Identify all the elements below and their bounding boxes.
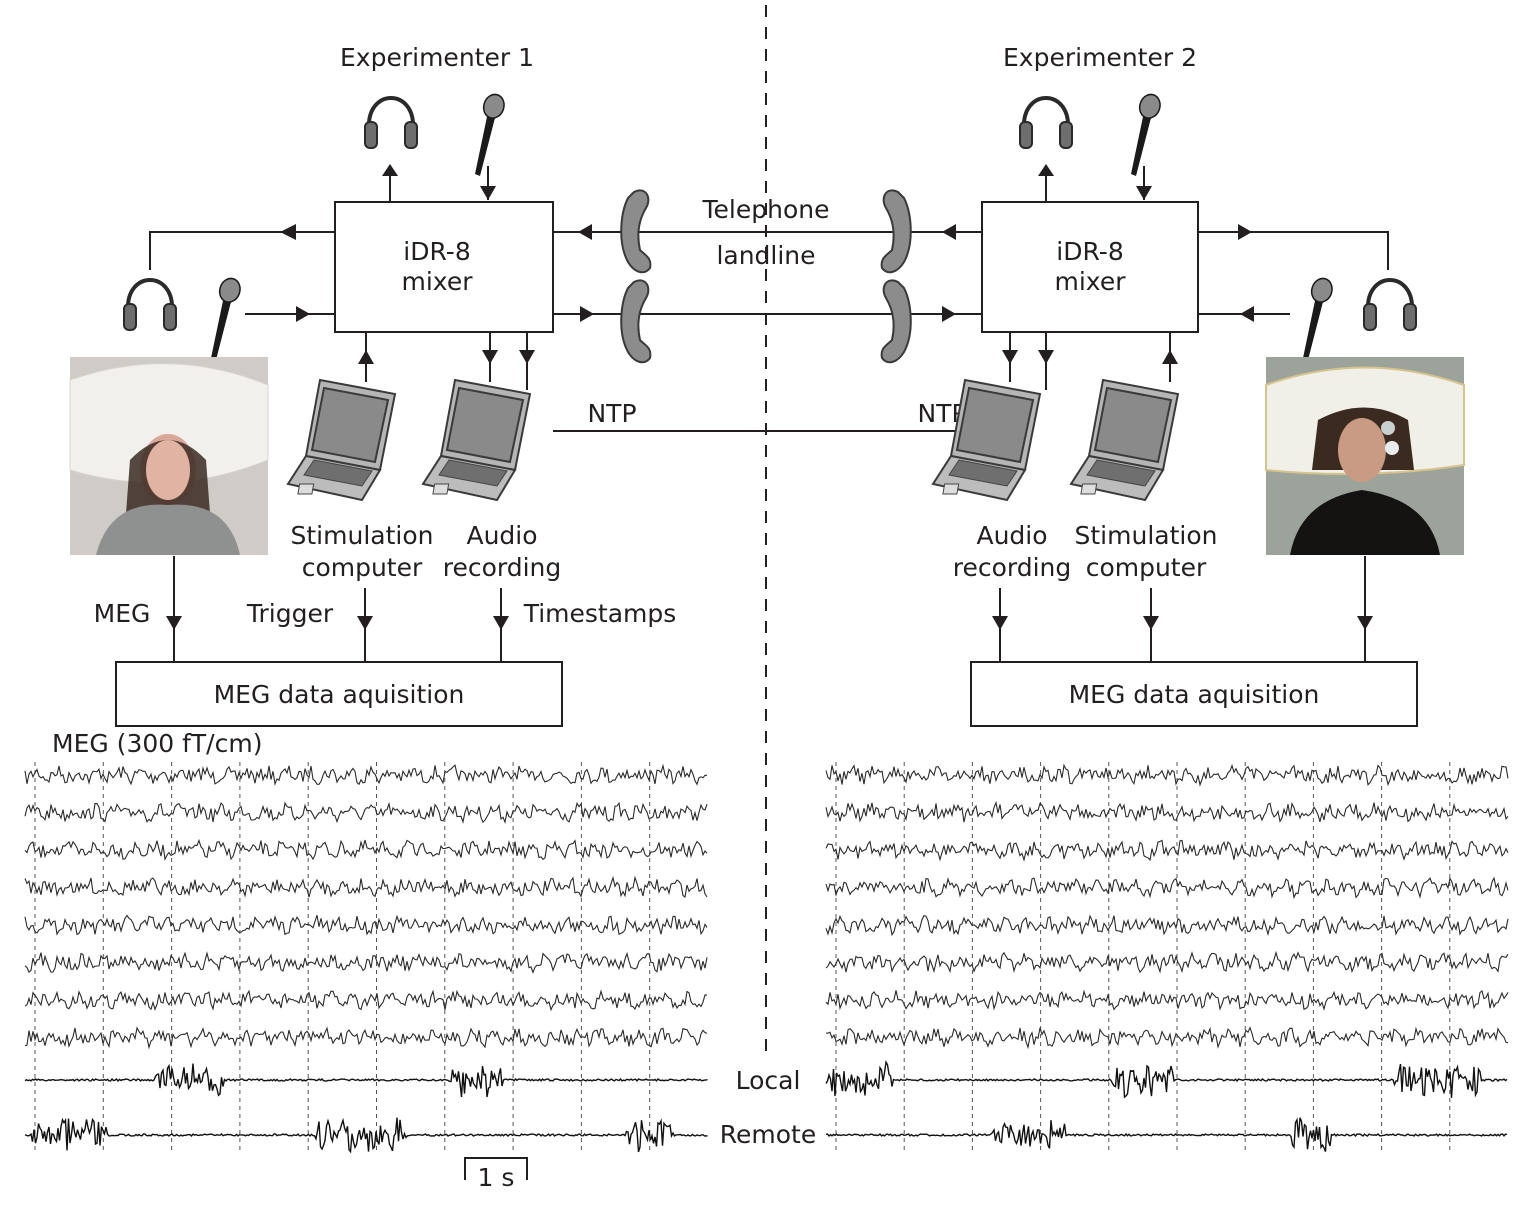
site-2-meg-channel <box>825 914 1509 937</box>
site-1-remote-audio-trace <box>24 1117 708 1154</box>
site-2-meg-channel <box>825 876 1509 900</box>
ntp-label-1: NTP <box>587 399 636 428</box>
site-1-meg-channel <box>24 989 708 1012</box>
stimulation-computer-1-laptop-icon <box>287 379 396 501</box>
site-1-meg-channel <box>24 1026 708 1050</box>
subject-2-microphone-icon <box>1302 275 1336 361</box>
local-audio-label: Local <box>736 1066 801 1095</box>
headphones-icon <box>363 96 419 150</box>
stimulation-computer-1-label-line2: computer <box>302 553 423 582</box>
experimenter-2-label: Experimenter 2 <box>1003 43 1197 72</box>
audio-recording-1-laptop-icon <box>422 379 531 501</box>
mixer-box-1 <box>334 201 554 333</box>
site-1-meg-channel <box>24 801 708 824</box>
site-2-local-audio-trace <box>825 1060 1508 1099</box>
site-1-meg-channel <box>24 875 708 898</box>
audio-recording-2-label-line2: recording <box>953 553 1072 582</box>
experimenter-1-label: Experimenter 1 <box>340 43 534 72</box>
meg-acquisition-box-2 <box>970 661 1418 727</box>
site-2-remote-audio-trace <box>825 1117 1508 1152</box>
arrow-down-icon <box>480 186 496 200</box>
subject-1-photo <box>69 357 269 555</box>
subject-1-headphones-icon <box>122 278 178 332</box>
meg-signal-label: MEG <box>94 599 151 628</box>
audio-recording-2-label-line1: Audio <box>976 521 1047 550</box>
site-2-meg-channel <box>825 989 1509 1011</box>
time-scale-label: 1 s <box>478 1163 515 1192</box>
site-2-traces <box>825 762 1509 1152</box>
mixer-1-label-line2: mixer <box>402 267 474 296</box>
audio-recording-1-label-line2: recording <box>443 553 562 582</box>
trigger-label: Trigger <box>246 599 334 628</box>
site-2-meg-channel <box>825 950 1509 974</box>
landline-label: landline <box>716 241 815 270</box>
site-2-meg-channel <box>825 1026 1509 1050</box>
meg-acquisition-2-label: MEG data aquisition <box>1069 680 1320 709</box>
stimulation-computer-2-label-line2: computer <box>1086 553 1207 582</box>
site-1-meg-channel <box>24 838 708 862</box>
subject-2-photo <box>1265 357 1465 555</box>
stimulation-computer-2-label-line1: Stimulation <box>1075 521 1218 550</box>
site-1-meg-channel <box>24 951 708 974</box>
remote-audio-label: Remote <box>720 1120 816 1149</box>
microphone-icon <box>1130 91 1164 177</box>
mixer-2-label-line1: iDR-8 <box>1056 237 1123 266</box>
meg-acquisition-box-1 <box>115 661 563 727</box>
stimulation-computer-2-laptop-icon <box>1070 379 1179 501</box>
site-2-meg-channel <box>825 800 1509 823</box>
telephone-label: Telephone <box>702 195 830 224</box>
arrow-up-icon <box>382 164 398 176</box>
subject-2-headphones-icon <box>1362 278 1418 332</box>
stimulation-computer-1-label-line1: Stimulation <box>291 521 434 550</box>
site-1-local-audio-trace <box>24 1063 708 1098</box>
meg-acquisition-1-label: MEG data aquisition <box>214 680 465 709</box>
site-2-meg-channel <box>825 839 1509 862</box>
telephone-handset-icon <box>880 279 912 364</box>
audio-recording-2-laptop-icon <box>932 379 1041 501</box>
headphones-icon <box>1018 96 1074 150</box>
subject-1-microphone-icon <box>210 275 244 361</box>
site-1-meg-channel <box>24 763 707 786</box>
mixer-2-label-line2: mixer <box>1055 267 1127 296</box>
audio-recording-1-label-line1: Audio <box>466 521 537 550</box>
site-1-traces <box>24 762 708 1154</box>
site-1-meg-channel <box>24 914 708 936</box>
telephone-handset-icon <box>620 279 652 364</box>
mixer-1-label-line1: iDR-8 <box>403 237 470 266</box>
time-scale-bar <box>464 1157 528 1180</box>
site-2-meg-channel <box>825 763 1509 787</box>
meg-scale-label: MEG (300 fT/cm) <box>52 729 262 758</box>
timestamps-label: Timestamps <box>523 599 677 628</box>
microphone-icon <box>474 91 508 177</box>
mixer-box-2 <box>981 201 1199 333</box>
